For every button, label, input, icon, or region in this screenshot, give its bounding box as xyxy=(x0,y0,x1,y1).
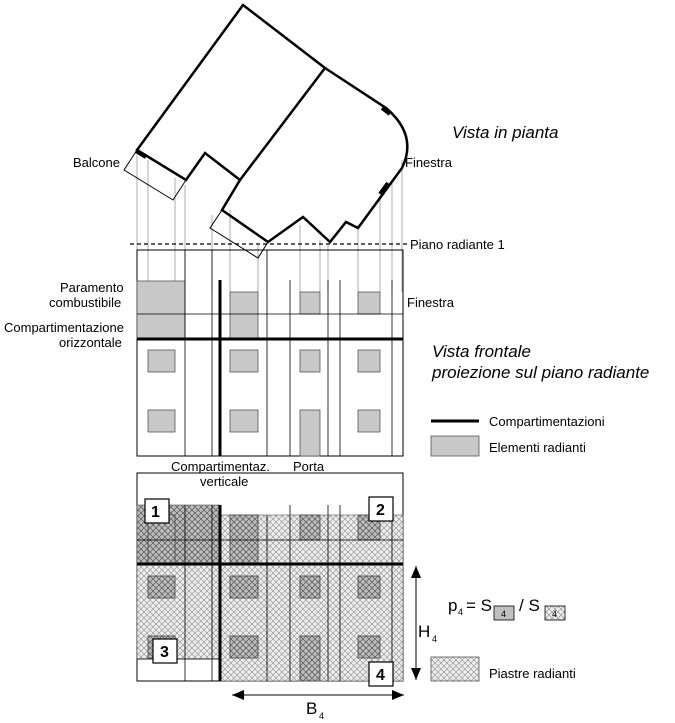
comp-orizz-label-1: Compartimentazione xyxy=(4,320,124,335)
front-vertical-lines xyxy=(184,250,393,456)
svg-text:4: 4 xyxy=(432,634,437,644)
svg-text:3: 3 xyxy=(160,644,169,661)
front-window xyxy=(229,291,259,339)
front-window xyxy=(299,349,321,373)
legend-elementi-radianti: Elementi radianti xyxy=(489,440,586,455)
front-window xyxy=(357,291,381,315)
svg-text:4: 4 xyxy=(319,711,324,721)
front-facade-outline xyxy=(136,249,404,457)
plan-building-outline xyxy=(135,3,327,182)
zone-label-2: 2 xyxy=(368,496,394,522)
plan-lower-balcony xyxy=(209,209,269,259)
paramento-label-2: combustibile xyxy=(49,295,121,310)
dimension-h4: H 4 xyxy=(411,566,437,680)
svg-text:4: 4 xyxy=(376,667,385,684)
front-view-title-2: proiezione sul piano radiante xyxy=(431,363,649,382)
front-window xyxy=(229,409,259,433)
legend-piastre-radianti: Piastre radianti xyxy=(489,666,576,681)
front-window xyxy=(299,291,321,315)
finestra-plan-label: Finestra xyxy=(405,155,453,170)
dimension-b4: B 4 xyxy=(232,690,404,721)
finestra-front-label: Finestra xyxy=(407,295,455,310)
porta-front xyxy=(299,409,321,457)
svg-text:1: 1 xyxy=(151,504,160,521)
svg-text:H: H xyxy=(418,622,430,641)
front-view: Paramento combustibile Compartimentazion… xyxy=(4,249,649,457)
svg-text:4: 4 xyxy=(458,607,463,617)
svg-text:2: 2 xyxy=(376,502,385,519)
svg-text:= S: = S xyxy=(466,596,492,615)
plan-window-mark xyxy=(134,149,148,159)
front-window xyxy=(147,349,176,373)
plates-view: 1 2 3 4 H 4 B 4 xyxy=(136,472,566,721)
svg-text:/ S: / S xyxy=(519,596,540,615)
plates-elements xyxy=(147,514,381,682)
plan-view: Balcone Finestra Vista in pianta Piano r… xyxy=(73,3,558,292)
zone-label-1: 1 xyxy=(144,498,170,524)
plan-window-mark xyxy=(380,106,392,116)
comp-orizz-label-2: orizzontale xyxy=(59,335,122,350)
legend-piastre-swatch xyxy=(430,656,480,682)
legend-elementi-swatch xyxy=(430,435,480,457)
front-window xyxy=(229,349,259,373)
front-window xyxy=(357,409,381,433)
svg-text:4: 4 xyxy=(552,609,557,619)
formula-p4: p 4 = S 4 / S 4 xyxy=(448,596,566,621)
plan-window-mark xyxy=(378,181,390,196)
piano-radiante-label: Piano radiante 1 xyxy=(410,237,505,252)
svg-text:B: B xyxy=(306,699,317,718)
zone-label-4: 4 xyxy=(368,661,394,687)
zone-label-3: 3 xyxy=(152,638,178,664)
front-window xyxy=(147,409,176,433)
porta-label: Porta xyxy=(293,459,325,474)
plan-view-title: Vista in pianta xyxy=(452,123,558,142)
legend-compartimentazioni: Compartimentazioni xyxy=(489,414,605,429)
front-radiant-elements xyxy=(136,280,381,457)
svg-text:4: 4 xyxy=(501,609,506,619)
front-view-title-1: Vista frontale xyxy=(432,342,531,361)
legend: Compartimentazioni Elementi radianti Pia… xyxy=(430,414,605,682)
plan-building-outline-2 xyxy=(220,66,409,244)
paramento-label-1: Paramento xyxy=(60,280,124,295)
comp-vert-label-1: Compartimentaz. xyxy=(171,459,270,474)
balcone-label: Balcone xyxy=(73,155,120,170)
comp-vert-label-2: verticale xyxy=(200,474,248,489)
plan-balcony xyxy=(123,149,187,201)
paramento-combustibile xyxy=(136,280,186,340)
front-window xyxy=(357,349,381,373)
svg-text:p: p xyxy=(448,596,457,615)
